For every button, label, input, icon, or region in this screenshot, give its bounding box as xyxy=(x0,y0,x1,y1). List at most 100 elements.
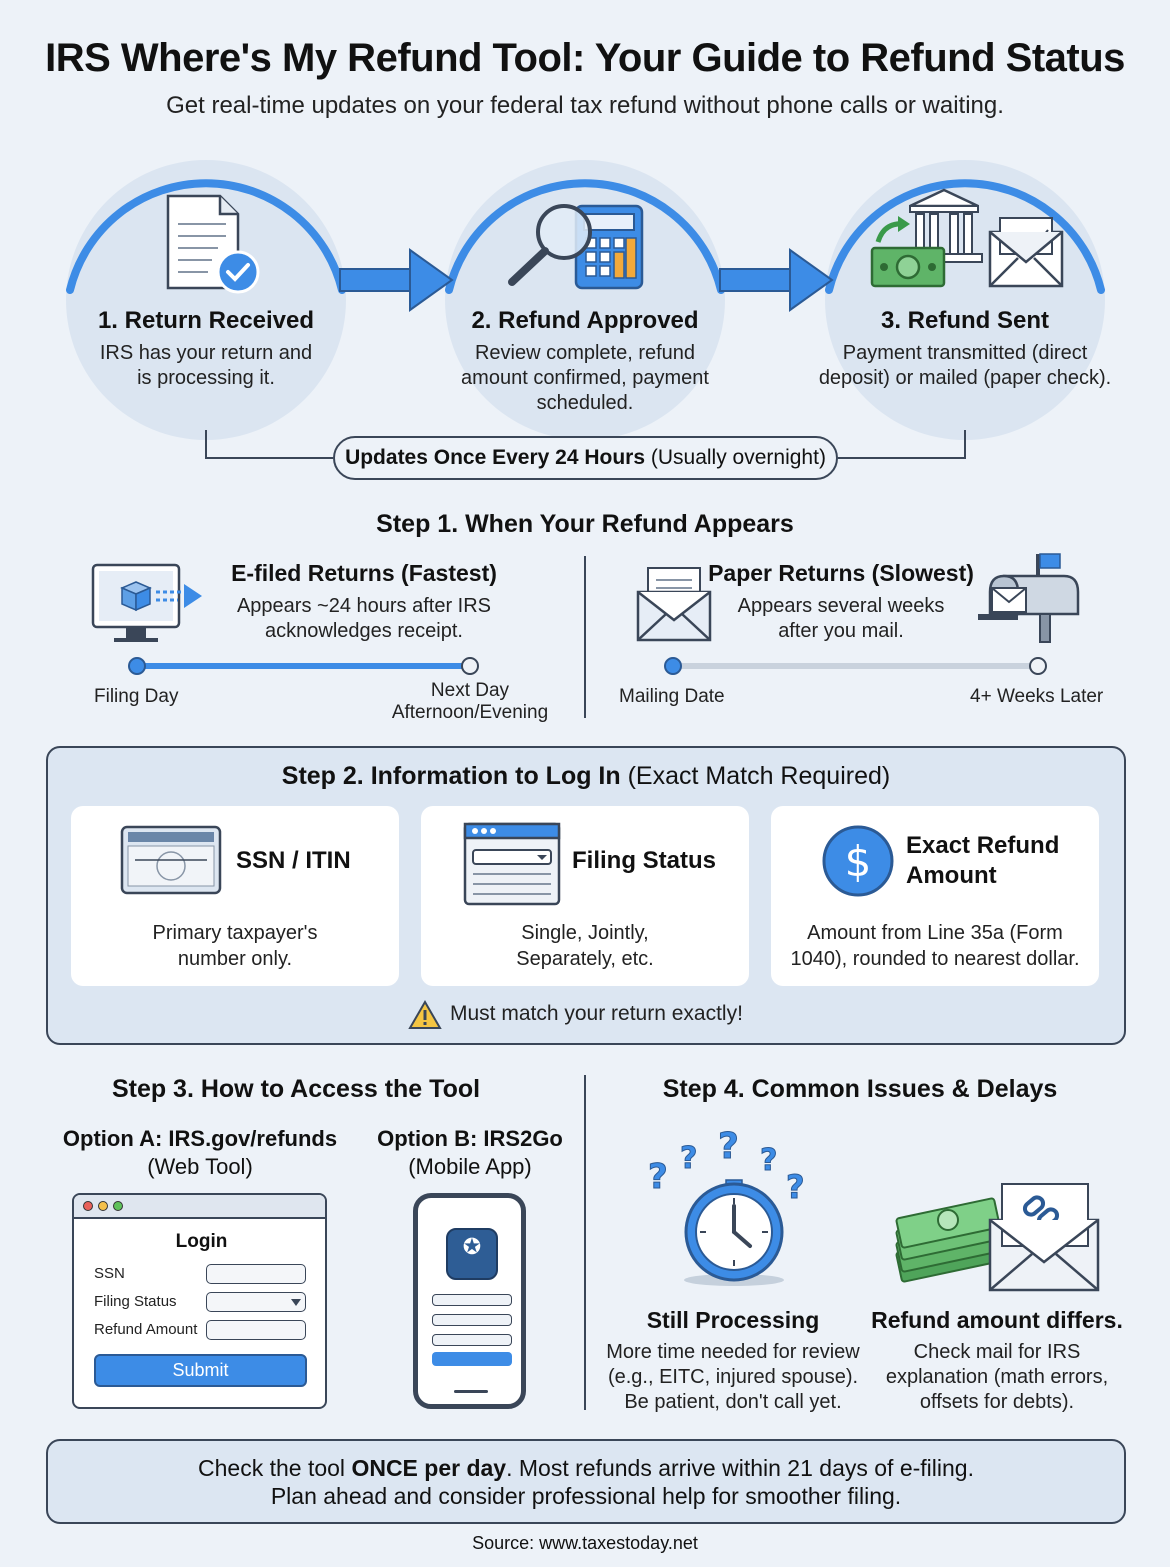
phone-home-bar xyxy=(454,1390,488,1393)
dollar-coin-icon: $ xyxy=(822,825,894,897)
stage-2-desc-line: scheduled. xyxy=(536,392,634,414)
efile-desc-line: acknowledges receipt. xyxy=(265,620,463,642)
svg-text:?: ? xyxy=(760,1143,777,1178)
tip-text: Check the tool xyxy=(198,1455,352,1481)
issue-desc-line: offsets for debts). xyxy=(919,1391,1075,1413)
issue-2-title: Refund amount differs. xyxy=(871,1307,1123,1333)
card-ssn-title: SSN / ITIN xyxy=(236,847,351,874)
social-security-card-icon xyxy=(120,825,222,895)
phone-field[interactable] xyxy=(432,1294,512,1306)
svg-text:?: ? xyxy=(680,1141,697,1176)
paper-title: Paper Returns (Slowest) xyxy=(708,560,974,586)
option-a-label: Option A: IRS.gov/refunds (Web Tool) xyxy=(50,1125,350,1181)
card-desc-line: Amount from Line 35a (Form xyxy=(807,922,1063,944)
phone-field[interactable] xyxy=(432,1334,512,1346)
card-refund-amount-desc: Amount from Line 35a (Form 1040), rounde… xyxy=(771,920,1099,972)
issue-desc-line: explanation (math errors, xyxy=(885,1366,1109,1388)
card-refund-amount-title: Exact Refund Amount xyxy=(906,831,1059,891)
window-minimize-dot xyxy=(98,1201,108,1211)
update-frequency-note: Updates Once Every 24 Hours (Usually ove… xyxy=(333,436,838,480)
filing-status-select[interactable] xyxy=(206,1292,306,1312)
card-filing-status-title: Filing Status xyxy=(572,847,716,874)
issue-1-title: Still Processing xyxy=(646,1307,820,1333)
stage-3-desc-line: deposit) or mailed (paper check). xyxy=(818,367,1112,389)
svg-text:$: $ xyxy=(845,837,872,886)
step3-heading: Step 3. How to Access the Tool xyxy=(111,1075,481,1103)
arrow-right-icon xyxy=(719,248,834,312)
submit-button[interactable]: Submit xyxy=(94,1354,307,1387)
stage-1-title: 1. Return Received xyxy=(97,307,315,334)
filing-status-label: Filing Status xyxy=(94,1293,177,1310)
issue-2-desc: Check mail for IRS explanation (math err… xyxy=(862,1340,1132,1415)
paper-desc: Appears several weeks after you mail. xyxy=(706,594,976,644)
step2-heading: Step 2. Information to Log In (Exact Mat… xyxy=(46,762,1126,791)
stage-1-desc-line: IRS has your return and xyxy=(99,342,313,364)
page-subtitle: Get real-time updates on your federal ta… xyxy=(166,92,1004,119)
card-desc-line: Primary taxpayer's xyxy=(152,922,318,944)
stage-1-desc: IRS has your return and is processing it… xyxy=(56,341,356,391)
issue-1-desc: More time needed for review (e.g., EITC,… xyxy=(592,1340,874,1415)
stage-2-title: 2. Refund Approved xyxy=(471,307,699,334)
refund-amount-input[interactable] xyxy=(206,1320,306,1340)
option-b-title: Option B: IRS2Go xyxy=(377,1126,563,1151)
card-refund-amount: $ Exact Refund Amount Amount from Line 3… xyxy=(771,806,1099,986)
step4-heading: Step 4. Common Issues & Delays xyxy=(662,1075,1058,1103)
money-envelope-link-icon xyxy=(895,1183,1100,1292)
calculator-magnifier-icon xyxy=(508,204,644,290)
stage-2-desc-line: amount confirmed, payment xyxy=(461,367,709,389)
paper-desc-line: after you mail. xyxy=(778,620,904,642)
issue-desc-line: (e.g., EITC, injured spouse). xyxy=(607,1366,859,1388)
ssn-input[interactable] xyxy=(206,1264,306,1284)
tip-line-2: Plan ahead and consider professional hel… xyxy=(270,1483,902,1509)
step1-heading: Step 1. When Your Refund Appears xyxy=(376,510,794,538)
stage-3-desc: Payment transmitted (direct deposit) or … xyxy=(800,341,1130,391)
refund-amount-label: Refund Amount xyxy=(94,1321,198,1338)
stage-3-title: 3. Refund Sent xyxy=(880,307,1049,334)
chevron-down-icon xyxy=(291,1299,301,1306)
efile-desc-line: Appears ~24 hours after IRS xyxy=(236,595,492,617)
step2-heading-bold: Step 2. Information to Log In xyxy=(281,762,621,790)
mailbox-icon xyxy=(978,553,1080,643)
stage-2-desc: Review complete, refund amount confirmed… xyxy=(435,341,735,416)
window-maximize-dot xyxy=(113,1201,123,1211)
warning-text: Must match your return exactly! xyxy=(450,1002,743,1025)
warning-icon xyxy=(408,1000,442,1029)
update-note-bold: Updates Once Every 24 Hours xyxy=(345,446,646,469)
irs2go-app-icon[interactable]: ✪ xyxy=(446,1228,498,1280)
option-a-title: Option A: IRS.gov/refunds xyxy=(62,1126,338,1151)
svg-text:?: ? xyxy=(718,1126,739,1167)
efile-end-line: Afternoon/Evening xyxy=(391,702,549,723)
update-note-normal: (Usually overnight) xyxy=(645,446,826,469)
tip-emphasis: ONCE per day xyxy=(351,1455,507,1481)
phone-field[interactable] xyxy=(432,1314,512,1326)
arrow-right-icon xyxy=(339,248,454,312)
card-filing-status-desc: Single, Jointly, Separately, etc. xyxy=(421,920,749,972)
document-check-icon xyxy=(166,194,260,294)
irs-seal-icon: ✪ xyxy=(462,1234,482,1259)
web-login-window: Login SSN Filing Status Refund Amount Su… xyxy=(72,1193,327,1409)
option-a-sub: (Web Tool) xyxy=(147,1154,253,1179)
issue-desc-line: More time needed for review xyxy=(606,1341,860,1363)
ssn-label: SSN xyxy=(94,1265,125,1282)
card-title-line: Exact Refund xyxy=(906,832,1060,859)
efile-start-label: Filing Day xyxy=(94,686,179,707)
card-desc-line: Single, Jointly, xyxy=(521,922,649,944)
card-ssn-desc: Primary taxpayer's number only. xyxy=(71,920,399,972)
card-desc-line: Separately, etc. xyxy=(516,948,654,970)
efile-desc: Appears ~24 hours after IRS acknowledges… xyxy=(214,594,514,644)
card-title-line: Amount xyxy=(906,862,997,889)
stage-2-desc-line: Review complete, refund xyxy=(474,342,696,364)
efile-timeline xyxy=(128,657,479,675)
clock-question-icon: ? ? ? ? ? xyxy=(648,1126,805,1286)
tip-panel: Check the tool ONCE per day. Most refund… xyxy=(46,1439,1126,1524)
option-b-label: Option B: IRS2Go (Mobile App) xyxy=(360,1125,580,1181)
computer-upload-icon xyxy=(91,563,202,642)
login-title: Login xyxy=(175,1231,228,1252)
issue-desc-line: Be patient, don't call yet. xyxy=(624,1391,842,1413)
envelope-icon xyxy=(636,567,712,642)
phone-submit-button[interactable] xyxy=(432,1352,512,1366)
dropdown-form-icon xyxy=(463,822,561,906)
divider xyxy=(584,556,586,718)
paper-start-label: Mailing Date xyxy=(619,686,725,707)
window-titlebar xyxy=(74,1195,325,1219)
